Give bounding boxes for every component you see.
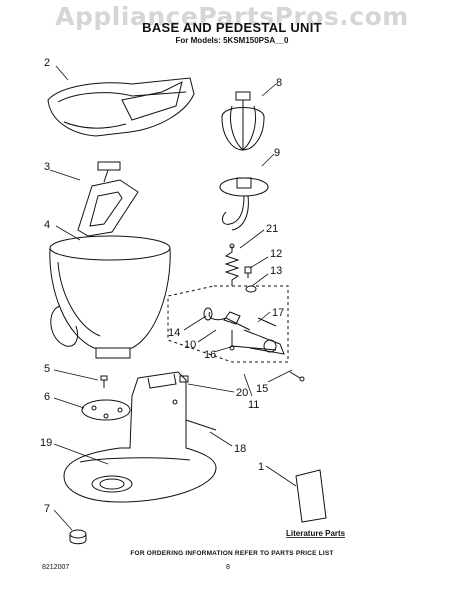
- rubber-foot-part: [69, 529, 87, 545]
- document-number: 8212007: [42, 564, 70, 571]
- callout-12: 12: [270, 248, 282, 260]
- callout-16: 16: [204, 349, 216, 361]
- callout-5: 5: [44, 363, 50, 375]
- ordering-note: FOR ORDERING INFORMATION REFER TO PARTS …: [130, 550, 334, 557]
- spring-part: [224, 246, 240, 286]
- callout-14: 14: [168, 327, 180, 339]
- screw-and-washer-parts: [244, 266, 257, 293]
- watermark: AppliancePartsPros.com: [55, 2, 409, 31]
- callout-9: 9: [274, 147, 280, 159]
- callout-labels: 2 8 3 9 4 21 12 13 14 17 10 16 15 11 5 6…: [40, 57, 346, 538]
- dough-hook-part: [219, 177, 269, 231]
- callout-10: 10: [184, 339, 196, 351]
- leader-lines: [49, 65, 297, 531]
- flat-beater-part: [77, 161, 139, 237]
- pedestal-base-part: [63, 371, 217, 503]
- pouring-shield-part: [47, 77, 195, 137]
- callout-21: 21: [266, 223, 278, 235]
- callout-15: 15: [256, 383, 268, 395]
- callout-17: 17: [272, 307, 284, 319]
- wire-whip-part: [221, 91, 265, 151]
- callout-13: 13: [270, 265, 282, 277]
- callout-4: 4: [44, 219, 50, 231]
- hinge-assembly-box: [167, 285, 305, 382]
- small-screw-part: [100, 375, 108, 388]
- callout-11: 11: [248, 399, 259, 411]
- callout-7: 7: [44, 503, 50, 515]
- page-number: 8: [226, 564, 230, 571]
- callout-20: 20: [236, 387, 248, 399]
- models-line: For Models: 5KSM150PSA__0: [175, 36, 289, 45]
- callout-6: 6: [44, 391, 50, 403]
- callout-8: 8: [276, 77, 282, 89]
- mixing-bowl-part: [49, 235, 171, 359]
- callout-19: 19: [40, 437, 52, 449]
- callout-18: 18: [234, 443, 246, 455]
- callout-1: 1: [258, 461, 264, 473]
- page-title: BASE AND PEDESTAL UNIT: [142, 20, 322, 35]
- literature-parts-label: Literature Parts: [286, 529, 346, 538]
- callout-3: 3: [44, 161, 50, 173]
- literature-booklet-part: [295, 469, 327, 523]
- callout-2: 2: [44, 57, 50, 69]
- cover-plate-part: [81, 399, 131, 421]
